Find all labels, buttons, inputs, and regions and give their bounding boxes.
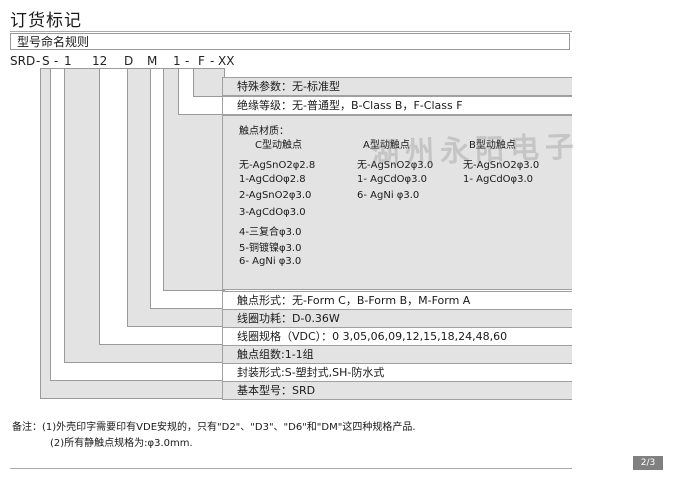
note-2: (2)所有静触点规格为:φ3.0mm. [50,438,193,449]
col-a-item: 无-AgSnO2φ3.0 [357,160,434,171]
note-1: 备注：(1)外壳印字需要印有VDE安规的，只有"D2"、"D3"、"D6"和"D… [12,422,416,433]
col-c-item: 无-AgSnO2φ2.8 [239,160,316,171]
code-part-12: 12 [92,54,108,68]
contact-heading: 触点材质： [239,126,289,137]
col-a-header: A型动触点 [363,140,410,151]
row-special-params: 特殊参数：无-标准型 [222,77,572,96]
page-title: 订货标记 [10,11,82,31]
col-c-item: 1-AgCdOφ2.8 [239,174,306,185]
notes: 备注：(1)外壳印字需要印有VDE安规的，只有"D2"、"D3"、"D6"和"D… [12,420,416,452]
row-basic-model: 基本型号：SRD [222,381,572,400]
footer-divider [10,468,572,469]
watermark: 湖州永阳电子 [369,129,581,171]
col-c-item: 5-铜镀镍φ3.0 [239,243,302,254]
code-part-1b: 1 [173,54,181,68]
code-part-srd: SRD [10,54,36,68]
col-a-item: 6- AgNi φ3.0 [357,190,420,201]
col-a-item: 1- AgCdOφ3.0 [357,174,428,185]
code-part-m: M [147,54,158,68]
code-part-1: 1 [64,54,72,68]
row-package-type: 封装形式:S-塑封式,SH-防水式 [222,363,572,382]
code-part-d: D [124,54,134,68]
page-number-badge: 2/3 [633,456,663,470]
code-part-dash: - [185,54,190,68]
col-b-header: B型动触点 [469,140,516,151]
code-part-xx: XX [218,54,235,68]
code-part-f: F [198,54,205,68]
col-c-item: 2-AgSnO2φ3.0 [239,190,312,201]
code-part-dash: - [54,54,59,68]
contact-material-panel: 触点材质： C型动触点 无-AgSnO2φ2.8 1-AgCdOφ2.8 2-A… [222,115,572,290]
col-c-item: 4-三复合φ3.0 [239,227,302,238]
row-contact-form: 触点形式：无-Form C，B-Form B，M-Form A [222,291,572,310]
section-title: 型号命名规则 [10,33,570,50]
col-b-item: 1- AgCdOφ3.0 [463,174,534,185]
row-insulation-class: 绝缘等级：无-普通型，B-Class B，F-Class F [222,96,572,115]
row-contact-groups: 触点组数:1-1组 [222,345,572,364]
code-part-s: S [42,54,50,68]
row-coil-spec: 线圈规格（VDC）：0 3,05,06,09,12,15,18,24,48,60 [222,327,572,346]
col-c-header: C型动触点 [255,140,302,151]
title-divider [10,31,572,32]
col-b-item: 无-AgSnO2φ3.0 [463,160,540,171]
row-coil-power: 线圈功耗：D-0.36W [222,309,572,328]
code-part-dash: - [210,54,215,68]
bracket-special [193,68,225,97]
col-c-item: 3-AgCdOφ3.0 [239,207,306,218]
col-c-item: 6- AgNi φ3.0 [239,256,302,267]
code-part-dash: - [36,54,41,68]
